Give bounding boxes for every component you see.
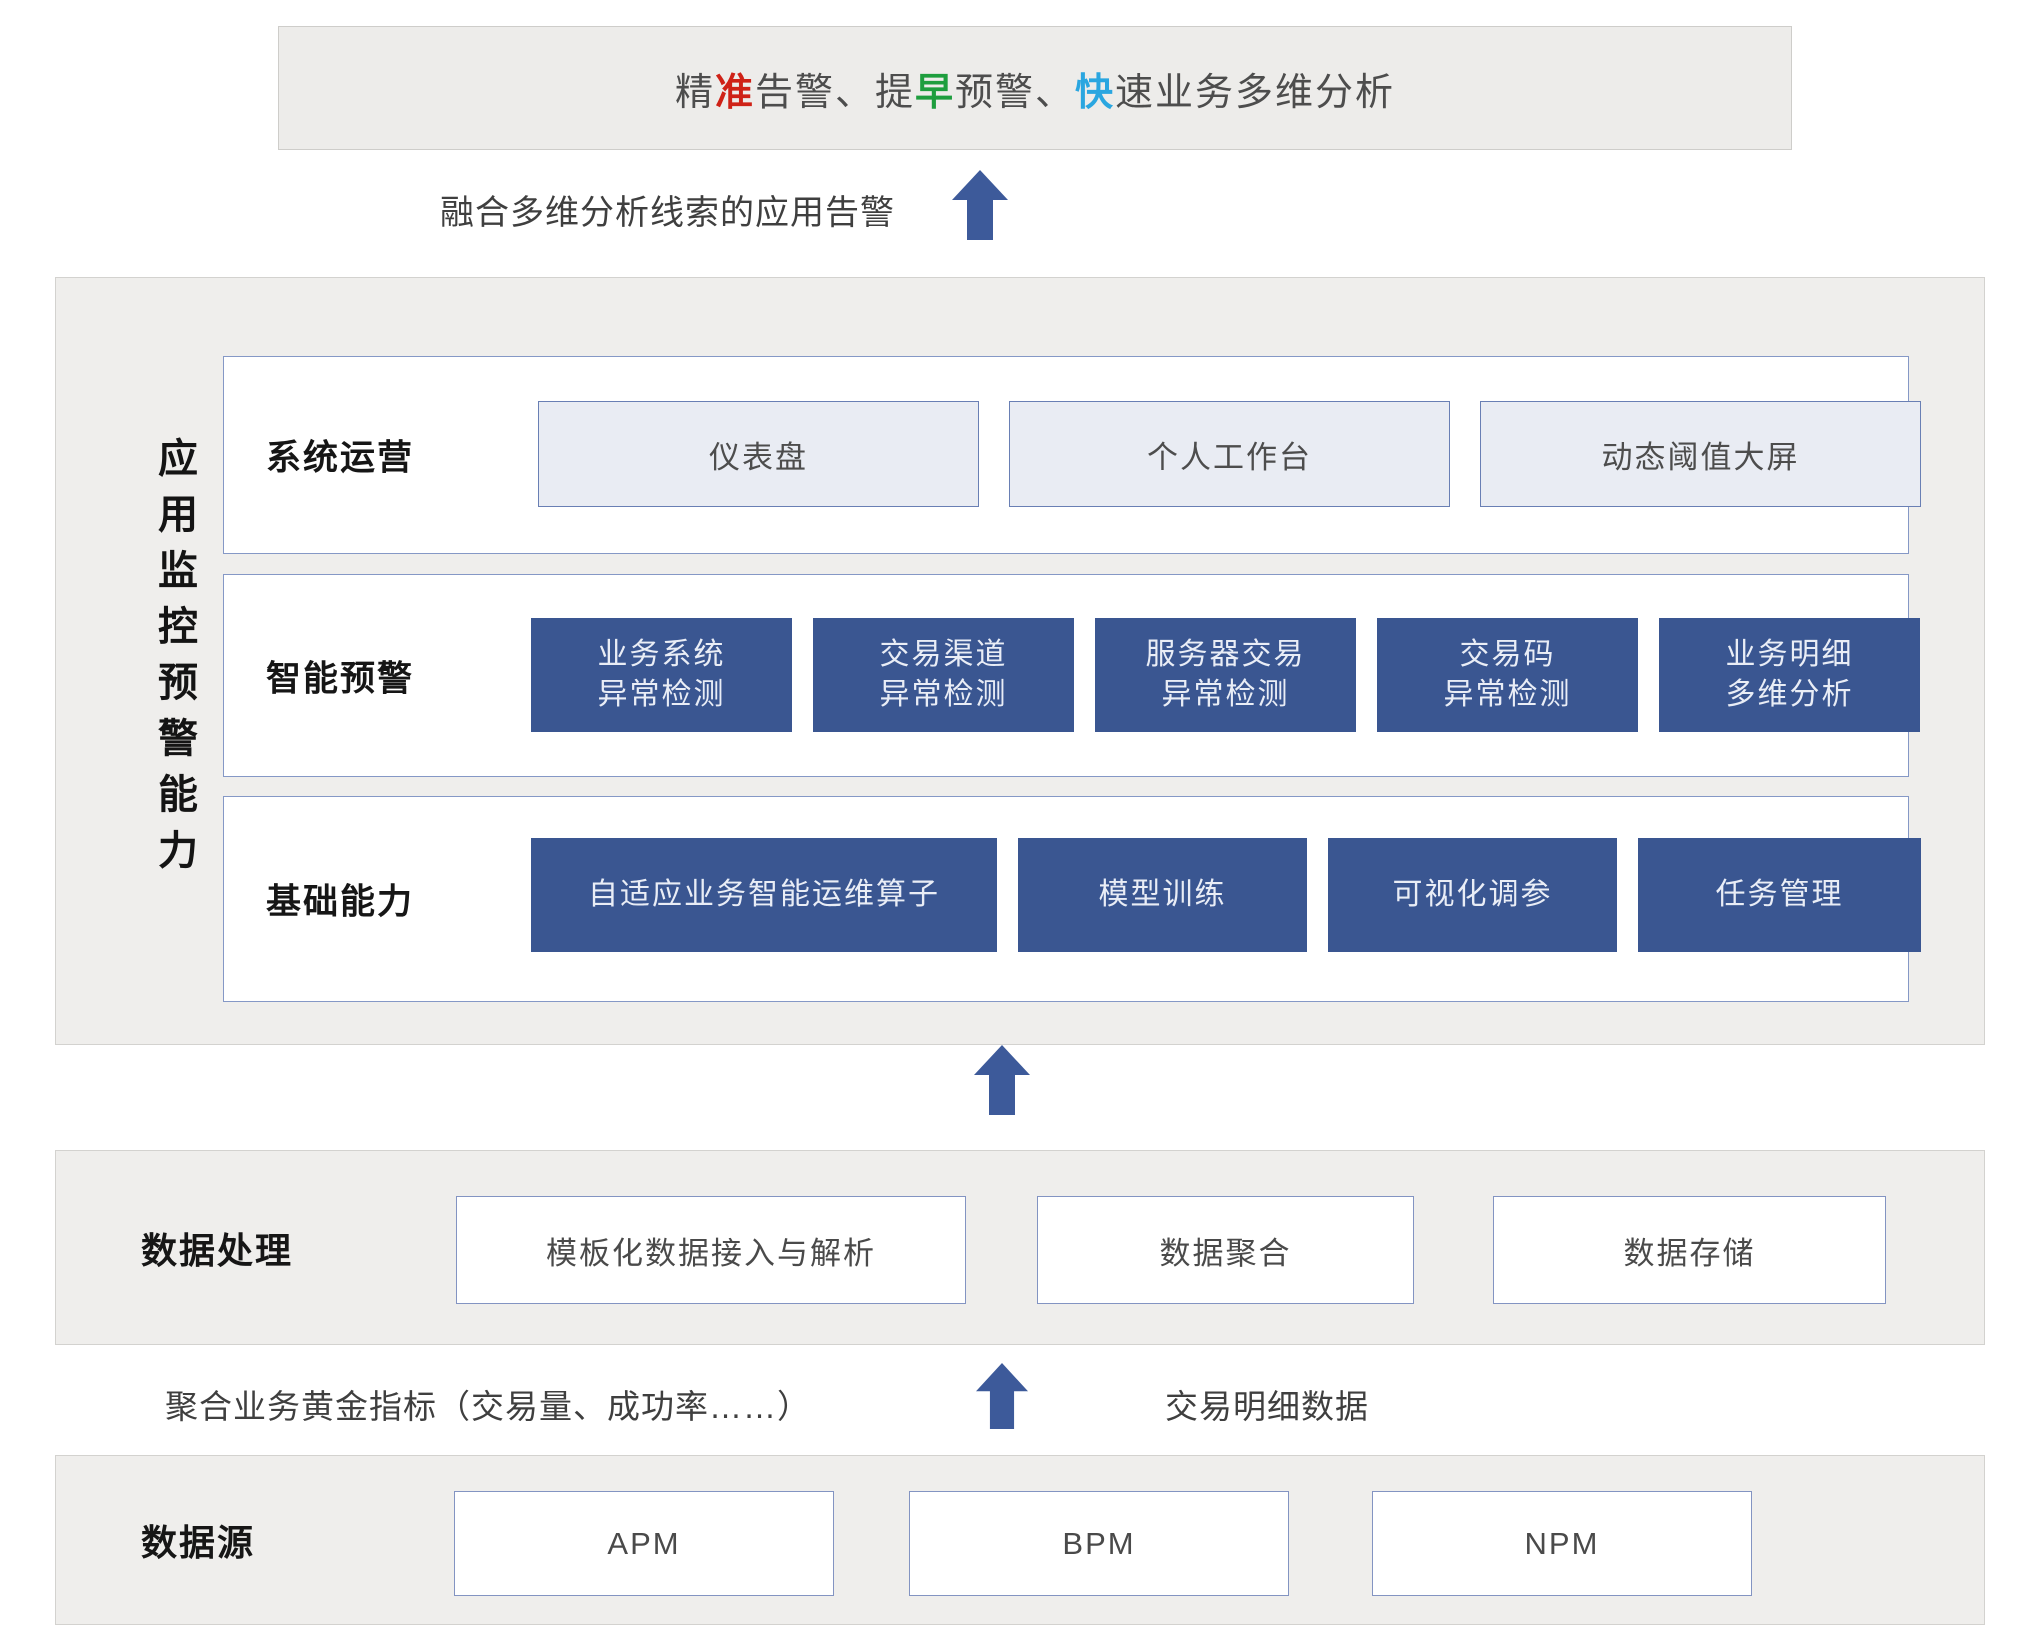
model-training-box: 模型训练	[1018, 838, 1307, 952]
headline-banner: 精准告警、提早预警、快速业务多维分析	[278, 26, 1792, 150]
visual-tuning-box: 可视化调参	[1328, 838, 1617, 952]
adaptive-aiops-operator-box: 自适应业务智能运维算子	[531, 838, 997, 952]
apm-box: APM	[454, 1491, 834, 1596]
dashboard-box: 仪表盘	[538, 401, 979, 507]
npm-box: NPM	[1372, 1491, 1752, 1596]
headline-accent-blue: 快	[1075, 71, 1116, 114]
up-arrow-icon	[952, 170, 1008, 240]
data-source-label: 数据源	[141, 1522, 256, 1563]
up-arrow-icon	[976, 1363, 1028, 1429]
template-data-ingest-box: 模板化数据接入与解析	[456, 1196, 966, 1304]
headline-accent-green: 早	[914, 71, 955, 114]
capability-title-wrap: 应用监控预警能力	[134, 278, 214, 1044]
row-label: 智能预警	[266, 659, 415, 698]
headline-accent-red: 准	[714, 71, 755, 114]
row-label: 系统运营	[266, 438, 415, 478]
golden-metrics-label: 聚合业务黄金指标（交易量、成功率……）	[165, 1388, 811, 1425]
intelligent-warning-row: 智能预警 业务系统 异常检测 交易渠道 异常检测 服务器交易 异常检测 交易码 …	[223, 574, 1920, 777]
business-detail-analysis-box: 业务明细 多维分析	[1659, 618, 1920, 732]
bpm-box: BPM	[909, 1491, 1289, 1596]
server-transaction-anomaly-box: 服务器交易 异常检测	[1095, 618, 1356, 732]
headline-text-segment: 精	[674, 71, 715, 114]
headline-text-segment: 预警、	[955, 71, 1076, 114]
up-arrow-icon	[974, 1045, 1030, 1115]
data-storage-box: 数据存储	[1493, 1196, 1886, 1304]
transaction-channel-anomaly-box: 交易渠道 异常检测	[813, 618, 1074, 732]
alert-flow-label: 融合多维分析线索的应用告警	[440, 194, 895, 232]
data-processing-panel: 数据处理 模板化数据接入与解析 数据聚合 数据存储	[55, 1150, 1985, 1345]
data-processing-label: 数据处理	[141, 1229, 294, 1271]
transaction-code-anomaly-box: 交易码 异常检测	[1377, 618, 1638, 732]
dynamic-threshold-screen-box: 动态阈值大屏	[1480, 401, 1921, 507]
transaction-detail-label: 交易明细数据	[1165, 1388, 1369, 1425]
data-aggregation-box: 数据聚合	[1037, 1196, 1414, 1304]
capability-panel: 应用监控预警能力 系统运营 仪表盘 个人工作台 动态阈值大屏 智能预警 业务系统…	[55, 277, 1985, 1045]
personal-workbench-box: 个人工作台	[1009, 401, 1450, 507]
data-source-panel: 数据源 APM BPM NPM	[55, 1455, 1985, 1625]
task-management-box: 任务管理	[1638, 838, 1921, 952]
headline-text-segment: 速业务多维分析	[1115, 71, 1396, 114]
capability-title: 应用监控预警能力	[152, 437, 196, 885]
system-operation-row: 系统运营 仪表盘 个人工作台 动态阈值大屏	[223, 356, 1921, 554]
base-capability-row: 基础能力 自适应业务智能运维算子 模型训练 可视化调参 任务管理	[223, 796, 1921, 1002]
headline-text-segment: 告警、提	[754, 71, 915, 114]
business-system-anomaly-box: 业务系统 异常检测	[531, 618, 792, 732]
row-label: 基础能力	[266, 882, 415, 922]
